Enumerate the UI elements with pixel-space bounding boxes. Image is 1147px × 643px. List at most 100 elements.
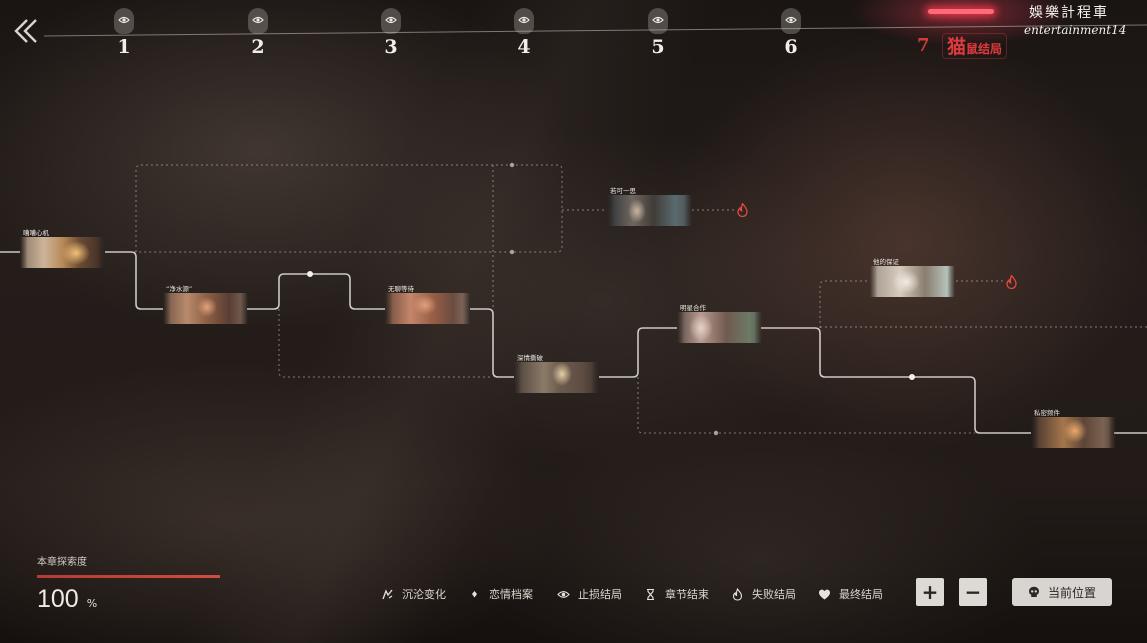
story-node[interactable]: “净水源”	[163, 286, 248, 324]
legend-label: 章节结束	[665, 588, 709, 601]
chapter-cap	[781, 8, 801, 34]
watermark: 娛樂計程車 entertainment14	[1024, 4, 1126, 38]
connector-solid	[247, 273, 385, 310]
story-node[interactable]: 他的保证	[870, 259, 955, 297]
scene-thumbnail[interactable]	[514, 362, 599, 393]
scene-thumbnail[interactable]	[1031, 417, 1116, 448]
story-node-label: 无聊等待	[388, 285, 414, 293]
legend-item: 恋情档案	[468, 587, 533, 602]
scene-thumbnail[interactable]	[163, 293, 248, 324]
scene-thumbnail[interactable]	[677, 312, 762, 343]
chapter-number: 6	[784, 36, 798, 58]
direction-marker	[509, 249, 515, 255]
current-position-button[interactable]: 当前位置	[1012, 578, 1112, 606]
legend-label: 失败结局	[752, 588, 796, 601]
eye-icon	[557, 591, 570, 598]
story-node-label: 深情撕破	[517, 354, 543, 362]
legend-item: 沉沦变化	[381, 587, 446, 602]
chapter-cap	[514, 8, 534, 34]
connector-solid	[470, 308, 514, 378]
story-node[interactable]: 无聊等待	[385, 286, 470, 324]
current-position-label: 当前位置	[1048, 585, 1097, 600]
legend-label: 恋情档案	[489, 588, 533, 601]
connector-dotted	[637, 377, 975, 434]
connector-solid	[761, 327, 1031, 434]
progress-value: 100	[37, 585, 79, 613]
legend-item: 最终结局	[818, 587, 883, 602]
story-node-label: 他的保证	[873, 258, 899, 266]
legend-item: 失败结局	[731, 587, 796, 602]
story-node[interactable]: 若可一思	[607, 188, 692, 226]
chapter-marker-1[interactable]: 1	[104, 8, 144, 58]
connector-dotted	[819, 280, 870, 328]
eye-icon	[252, 16, 264, 24]
direction-marker	[713, 430, 719, 436]
swirl-icon	[382, 589, 393, 600]
eye-icon	[785, 16, 797, 24]
fail-ending-node[interactable]	[1006, 274, 1017, 290]
current-chapter-title-sub: 鼠结局	[966, 42, 1003, 56]
branch-point	[909, 374, 915, 380]
connector-dotted	[278, 309, 493, 378]
story-node[interactable]: 深情撕破	[514, 355, 599, 393]
chapter-exploration: 本章探索度 100%	[37, 556, 227, 612]
chapter-cap	[381, 8, 401, 34]
legend-label: 最终结局	[839, 588, 883, 601]
progress-fill	[37, 575, 220, 578]
chapter-cap	[648, 8, 668, 34]
current-chapter-number[interactable]: 7	[917, 35, 930, 56]
story-node-label: 嘈嘈心机	[23, 229, 49, 237]
fail-ending-node[interactable]	[737, 202, 748, 218]
heart-icon	[819, 589, 830, 600]
chapter-number: 2	[251, 36, 265, 58]
connector-solid	[599, 327, 677, 378]
branch-point	[307, 271, 313, 277]
double-chevron-left-icon	[14, 19, 37, 43]
chapter-marker-4[interactable]: 4	[504, 8, 544, 58]
chapter-marker-5[interactable]: 5	[638, 8, 678, 58]
zoom-in-button[interactable]: +	[916, 578, 944, 606]
story-node[interactable]: 明星合作	[677, 305, 762, 343]
story-node-label: 若可一思	[610, 187, 636, 195]
skull-icon	[1029, 586, 1039, 597]
hourglass-icon	[647, 588, 654, 601]
watermark-line-1: 娛樂計程車	[1029, 5, 1109, 21]
chapter-cap	[248, 8, 268, 34]
story-node[interactable]: 嘈嘈心机	[20, 230, 105, 268]
current-chapter-title[interactable]: 猫 鼠结局	[942, 33, 1008, 59]
legend-item: 章节结束	[644, 587, 709, 602]
back-button[interactable]	[12, 17, 40, 45]
chapter-marker-3[interactable]: 3	[371, 8, 411, 58]
chapter-number: 5	[651, 36, 665, 58]
diamond-icon	[472, 591, 477, 598]
progress-value-row: 100%	[37, 586, 227, 612]
chapter-marker-2[interactable]: 2	[238, 8, 278, 58]
story-node-label: “净水源”	[166, 285, 193, 293]
progress-unit: %	[86, 597, 98, 610]
legend-label: 止损结局	[578, 588, 622, 601]
chapter-marker-6[interactable]: 6	[771, 8, 811, 58]
story-node[interactable]: 私密频件	[1031, 410, 1116, 448]
eye-icon	[652, 16, 664, 24]
story-node-label: 明星合作	[680, 304, 706, 312]
connector-solid	[105, 251, 163, 310]
scene-thumbnail[interactable]	[870, 266, 955, 297]
scene-thumbnail[interactable]	[20, 237, 105, 268]
eye-icon	[518, 16, 530, 24]
chapter-number: 1	[117, 36, 131, 58]
chapter-cap	[114, 8, 134, 34]
flame-icon	[737, 202, 748, 218]
zoom-out-button[interactable]: −	[959, 578, 987, 606]
scene-thumbnail[interactable]	[607, 195, 692, 226]
legend-item: 止损结局	[557, 587, 622, 602]
progress-label: 本章探索度	[37, 557, 87, 568]
scene-thumbnail[interactable]	[385, 293, 470, 324]
connector-dotted	[105, 164, 563, 253]
legend-label: 沉沦变化	[402, 588, 446, 601]
eye-icon	[118, 16, 130, 24]
eye-icon	[385, 16, 397, 24]
chapter-track-line	[43, 24, 1147, 37]
direction-marker	[509, 162, 515, 168]
